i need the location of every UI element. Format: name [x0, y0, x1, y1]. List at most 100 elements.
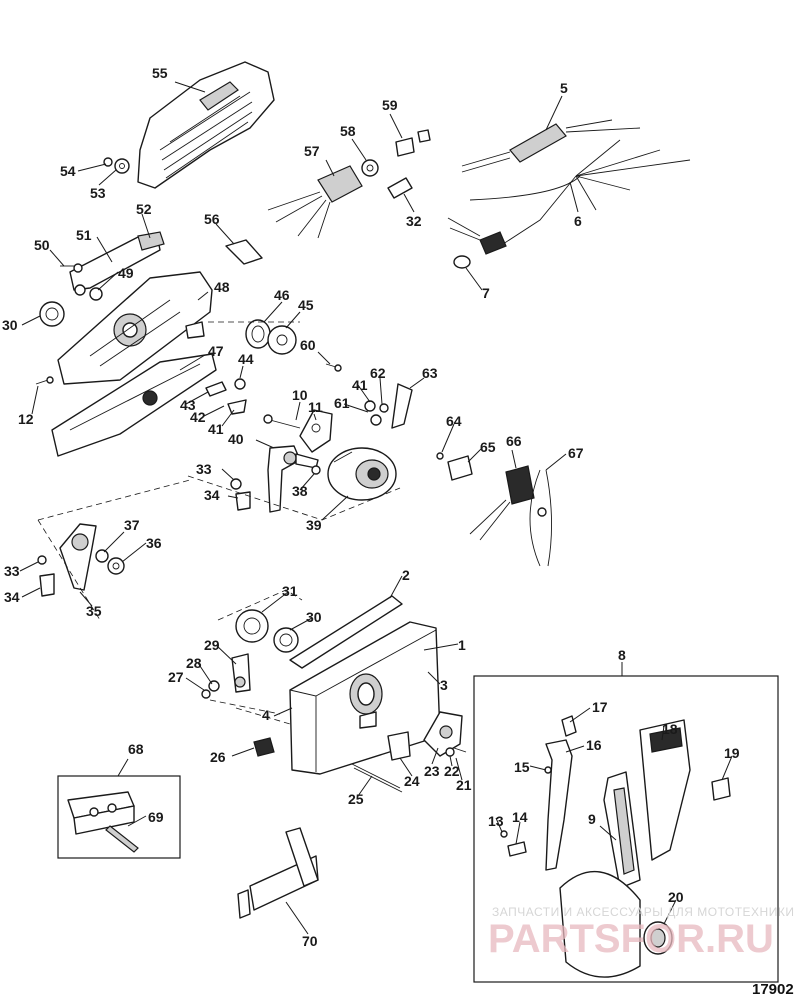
callout-59: 59 [382, 97, 398, 113]
callout-54: 54 [60, 163, 76, 179]
part-24-bracket [387, 731, 411, 761]
part-70-mounting-bracket [237, 827, 319, 919]
part-48-47-housing [51, 271, 217, 457]
part-26-knob [253, 737, 275, 757]
callout-49: 49 [118, 265, 134, 281]
callout-34-low: 34 [4, 589, 20, 605]
part-5-6-7-wiring-harness [447, 119, 691, 269]
part-33-34-nut-bracket-low [37, 555, 55, 597]
part-27-28-nut-washer [201, 680, 220, 699]
callout-58: 58 [340, 123, 356, 139]
callout-67: 67 [568, 445, 584, 461]
callout-41-left: 41 [208, 421, 224, 437]
part-8-handle-assembly-box [473, 675, 779, 983]
callout-62: 62 [370, 365, 386, 381]
callout-64: 64 [446, 413, 462, 429]
part-23-detent-plate [423, 711, 463, 757]
callout-12: 12 [18, 411, 34, 427]
callout-19: 19 [724, 745, 740, 761]
part-1-control-housing [289, 621, 441, 775]
part-67-lanyard [529, 469, 552, 567]
callout-69: 69 [148, 809, 164, 825]
part-59-clip [395, 129, 431, 157]
callout-28: 28 [186, 655, 202, 671]
callout-48: 48 [214, 279, 230, 295]
part-53-54-screw-washer [103, 157, 130, 174]
callout-15: 15 [514, 759, 530, 775]
callout-3: 3 [440, 677, 448, 693]
callout-34-mid: 34 [204, 487, 220, 503]
callout-2: 2 [402, 567, 410, 583]
part-35-lever-bracket [59, 523, 97, 591]
callout-37: 37 [124, 517, 140, 533]
part-56-terminal [225, 239, 263, 265]
part-60-screw [325, 363, 342, 372]
callout-11: 11 [308, 399, 323, 415]
part-10-bolt [263, 414, 301, 429]
figure-number: 17902 [752, 981, 794, 998]
part-30-seal-ring-lower [273, 627, 299, 653]
callout-50: 50 [34, 237, 50, 253]
callout-51: 51 [76, 227, 92, 243]
part-61-62-washers [364, 400, 389, 426]
callout-44: 44 [238, 351, 254, 367]
callout-40: 40 [228, 431, 244, 447]
callout-56: 56 [204, 211, 220, 227]
part-12-screw [35, 376, 54, 385]
callout-16: 16 [586, 737, 602, 753]
callout-63: 63 [422, 365, 438, 381]
part-2-cover-strip [289, 595, 403, 669]
callout-13: 13 [488, 813, 504, 829]
callout-61: 61 [334, 395, 350, 411]
part-32-key [387, 177, 413, 199]
callout-33-mid: 33 [196, 461, 212, 477]
callout-24: 24 [404, 773, 420, 789]
part-64-screw [436, 452, 444, 460]
leader-lines [19, 81, 733, 935]
callout-labels: 1 2 3 4 5 6 7 8 9 10 11 12 13 14 15 16 1… [2, 65, 740, 949]
part-21-22-screw-washer [445, 747, 467, 757]
callout-27: 27 [168, 669, 184, 685]
callout-53: 53 [90, 185, 106, 201]
callout-4: 4 [262, 707, 270, 723]
callout-29: 29 [204, 637, 220, 653]
part-68-block-box [57, 775, 181, 859]
callout-8: 8 [618, 647, 626, 663]
callout-18: 18 [662, 721, 678, 737]
part-46-gasket [245, 319, 271, 349]
callout-25: 25 [348, 791, 364, 807]
callout-60: 60 [300, 337, 316, 353]
part-41-44-hardware [205, 378, 247, 415]
part-65-switch [447, 455, 473, 481]
callout-68: 68 [128, 741, 144, 757]
callout-5: 5 [560, 80, 568, 96]
callout-39: 39 [306, 517, 322, 533]
part-40-shift-lever [267, 445, 319, 513]
callout-30-upper: 30 [2, 317, 18, 333]
part-37-washer [95, 549, 109, 563]
callout-6: 6 [574, 213, 582, 229]
callout-10: 10 [292, 387, 308, 403]
callout-70: 70 [302, 933, 318, 949]
watermark-site: PARTSFOR.RU [488, 917, 774, 961]
part-38-bushing [311, 465, 321, 475]
callout-45: 45 [298, 297, 314, 313]
callout-42: 42 [190, 409, 206, 425]
callout-33-low: 33 [4, 563, 20, 579]
part-57-ignition-switch [267, 165, 363, 239]
part-39-detent-drum [327, 447, 397, 501]
callout-30-lower: 30 [306, 609, 322, 625]
watermark-caption: ЗАПЧАСТИ И АКСЕССУАРЫ ДЛЯ МОТОТЕХНИКИ [492, 905, 794, 919]
part-58-nut [361, 159, 379, 177]
callout-32: 32 [406, 213, 422, 229]
callout-1: 1 [458, 637, 466, 653]
part-55-cover-plate [137, 61, 275, 189]
part-51-lever [60, 231, 165, 301]
callout-41-right: 41 [352, 377, 368, 393]
callout-55: 55 [152, 65, 168, 81]
part-36-nut [107, 557, 125, 575]
callout-43: 43 [180, 397, 196, 413]
part-30-seal-ring-upper [39, 301, 65, 327]
assembly-guide-lines-lower [209, 589, 303, 725]
